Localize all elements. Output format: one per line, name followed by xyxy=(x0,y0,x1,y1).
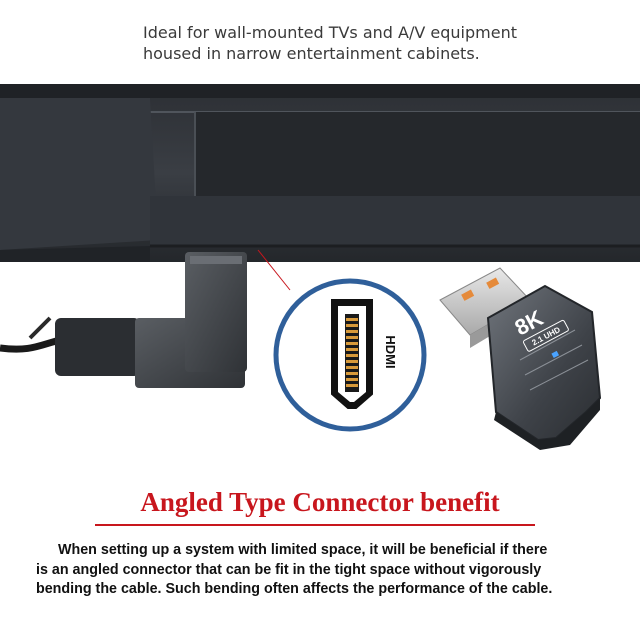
benefit-line-3: bending the cable. Such bending often af… xyxy=(36,581,553,597)
intro-line-1: Ideal for wall-mounted TVs and A/V equip… xyxy=(143,23,517,42)
benefit-description: When setting up a system with limited sp… xyxy=(36,541,626,600)
angled-adapter-installed xyxy=(0,252,247,388)
hdmi-port-closeup: HDMI xyxy=(273,278,427,432)
callout-pointer xyxy=(257,249,291,291)
benefit-line-1: When setting up a system with limited sp… xyxy=(58,542,548,558)
intro-caption: Ideal for wall-mounted TVs and A/V equip… xyxy=(143,22,563,64)
benefit-line-2: is an angled connector that can be fit i… xyxy=(36,561,542,578)
headline-underline xyxy=(95,524,535,526)
intro-line-2: housed in narrow entertainment cabinets. xyxy=(143,44,480,63)
tv-panel xyxy=(0,84,640,262)
section-headline: Angled Type Connector benefit xyxy=(140,487,500,517)
product-illustration: HDMI 8K 2.1 UHD xyxy=(0,84,640,450)
hdmi-8k-adapter-product: 8K 2.1 UHD xyxy=(439,267,602,450)
hdmi-port-label: HDMI xyxy=(383,335,398,368)
